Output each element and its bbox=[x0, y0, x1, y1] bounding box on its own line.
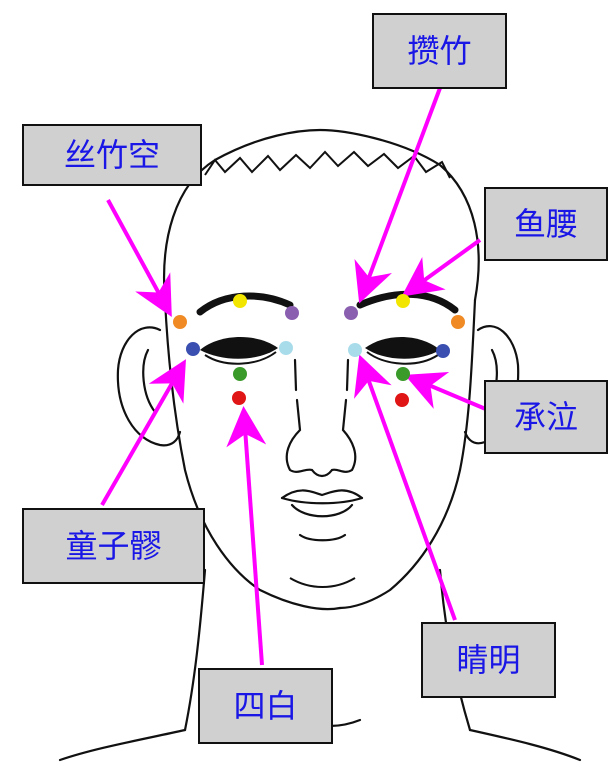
tongziliao-arrow bbox=[100, 359, 186, 506]
chengqi-dot-left bbox=[233, 367, 247, 381]
jingming-dot-left bbox=[279, 341, 293, 355]
chin bbox=[289, 577, 356, 588]
label-yuyao: 鱼腰 bbox=[484, 187, 608, 261]
label-tongziliao: 童子髎 bbox=[22, 508, 205, 584]
sizhukong-dot-right bbox=[451, 315, 465, 329]
label-jingming: 睛明 bbox=[421, 622, 556, 698]
jingming-dot-right bbox=[348, 343, 362, 357]
sizhukong-dot-left bbox=[173, 315, 187, 329]
pointer-arrows bbox=[100, 87, 489, 666]
mouth bbox=[280, 489, 364, 542]
chengqi-arrow bbox=[404, 371, 489, 412]
label-chengqi: 承泣 bbox=[484, 380, 608, 454]
sizhukong-arrow bbox=[106, 199, 172, 318]
left-eye bbox=[200, 336, 278, 365]
label-sibai: 四白 bbox=[198, 668, 333, 744]
sibai-dot-right bbox=[395, 393, 409, 407]
chengqi-dot-right bbox=[396, 367, 410, 381]
yuyao-dot-right bbox=[396, 294, 410, 308]
yuyao-arrow bbox=[401, 238, 482, 297]
zanzhu-dot-left bbox=[285, 306, 299, 320]
sibai-arrow bbox=[226, 406, 267, 666]
nose bbox=[285, 358, 357, 478]
jingming-arrow bbox=[354, 354, 457, 621]
acupoint-dots bbox=[173, 294, 465, 407]
sibai-dot-left bbox=[232, 391, 246, 405]
zanzhu-dot-right bbox=[344, 306, 358, 320]
label-zanzhu: 攒竹 bbox=[372, 13, 507, 89]
yuyao-dot-left bbox=[233, 294, 247, 308]
tongziliao-dot-left bbox=[186, 342, 200, 356]
right-eye bbox=[365, 336, 440, 365]
zanzhu-arrow bbox=[354, 87, 442, 304]
label-sizhukong: 丝竹空 bbox=[22, 124, 202, 186]
tongziliao-dot-right bbox=[436, 344, 450, 358]
